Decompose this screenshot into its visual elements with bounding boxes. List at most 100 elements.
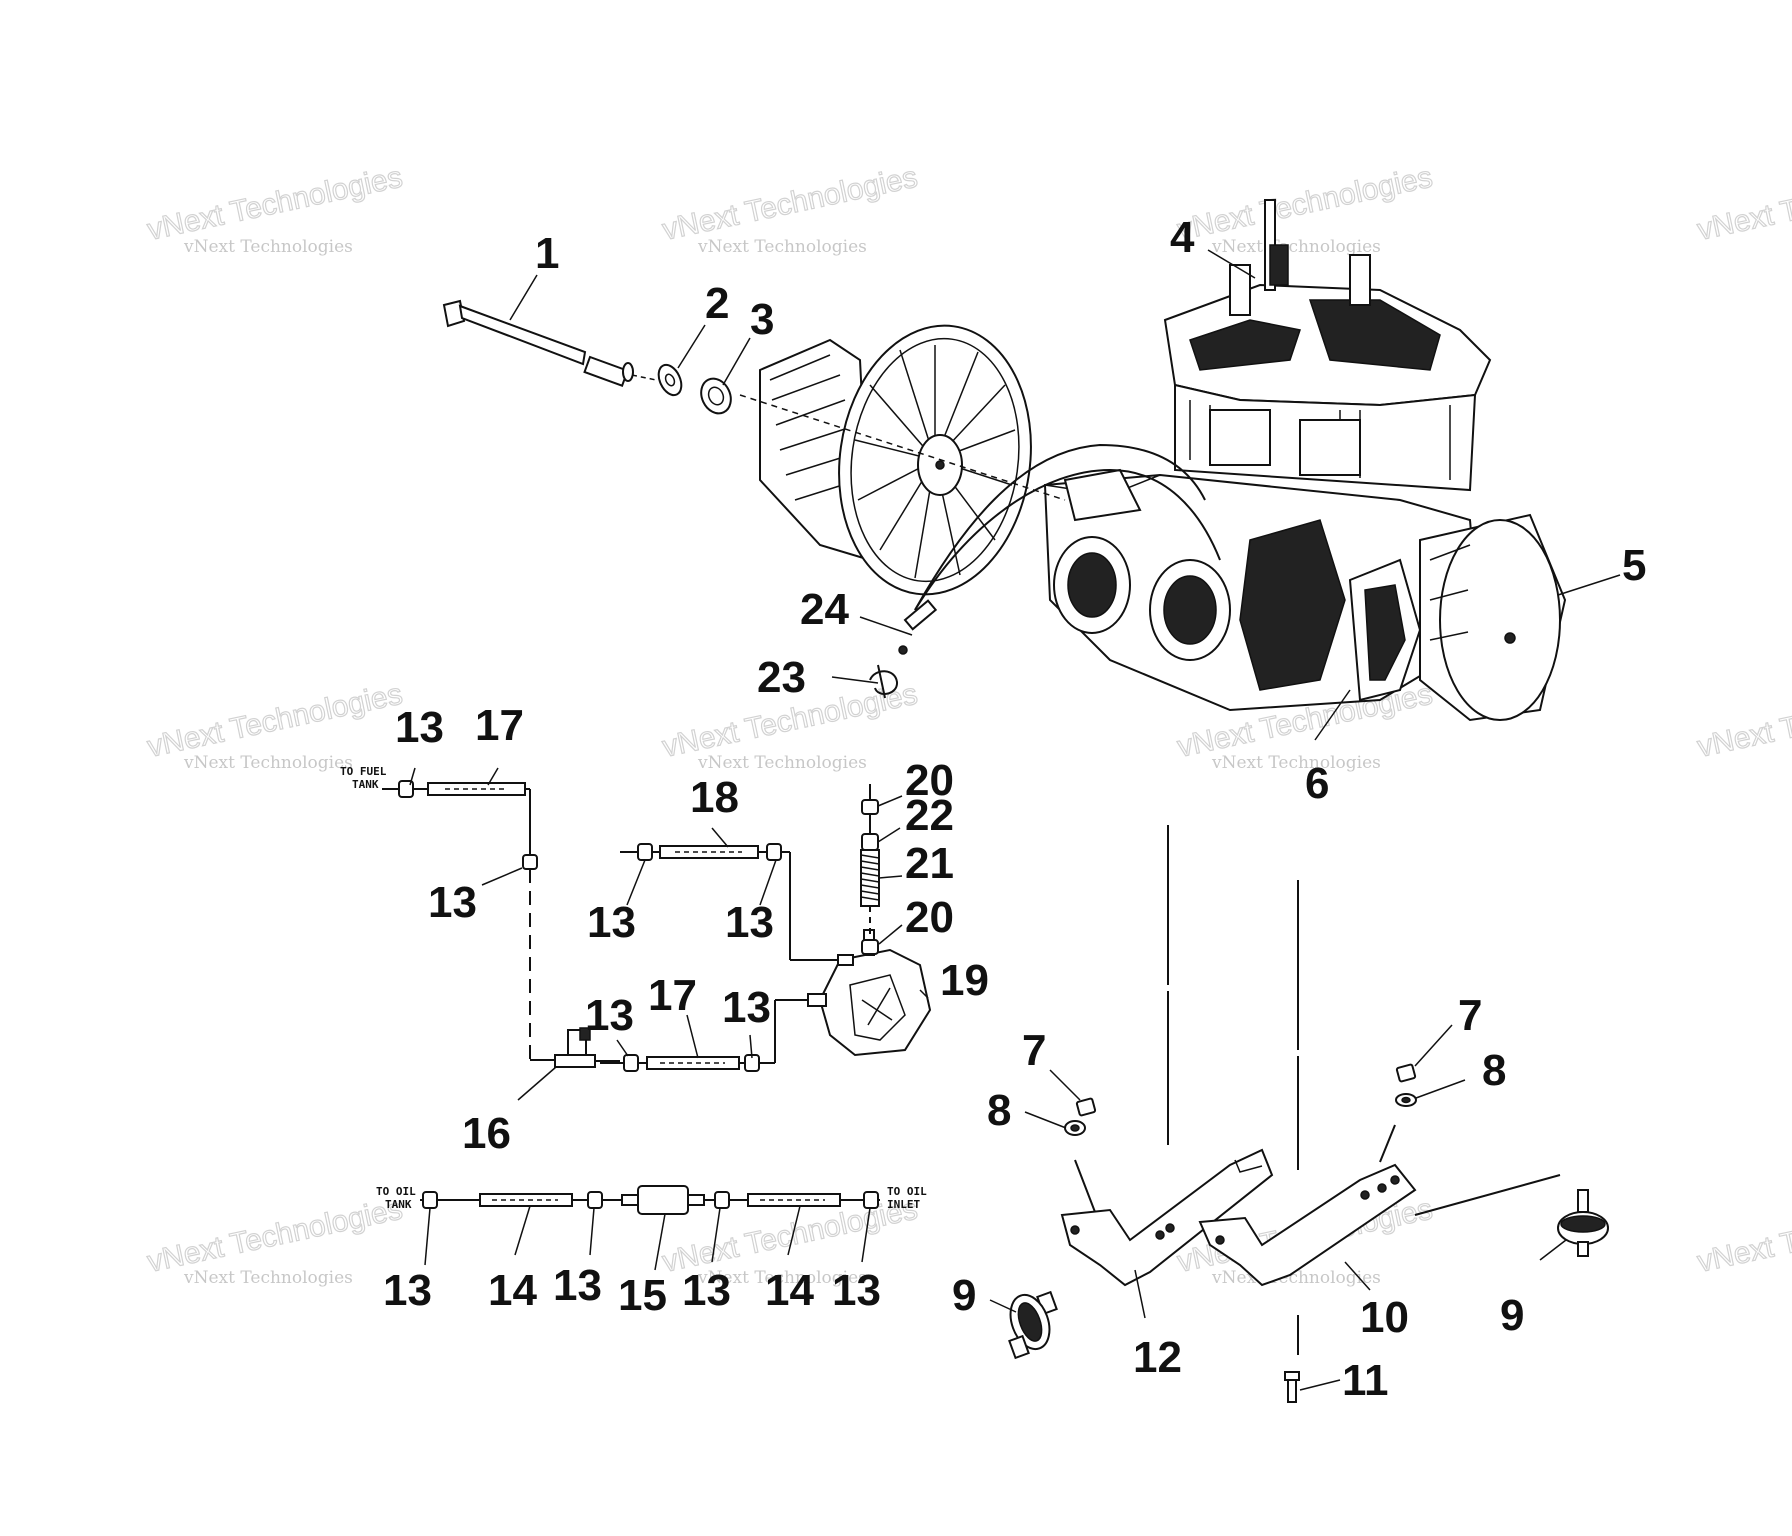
hose-clamp: [522, 854, 538, 870]
engine-part: [1043, 199, 1567, 722]
fuel-hose: [646, 1056, 740, 1070]
callout-1: 1: [535, 229, 559, 278]
to-oil-tank-note-2: TANK: [385, 1198, 412, 1211]
hose-clamp: [861, 799, 879, 815]
hose-clamp: [398, 780, 414, 798]
fuel-line-run-lower: [600, 999, 808, 1072]
nut-right-part: [1395, 1063, 1417, 1083]
hose-clamp: [587, 1191, 603, 1209]
washer-part: [657, 363, 683, 397]
watermark-text: vNext Technologies: [1211, 237, 1381, 257]
leader-lines: [409, 249, 1621, 1391]
callout-9: 9: [952, 1271, 976, 1320]
callout-20: 20: [905, 756, 954, 805]
oil-line-run: TO OIL TANK TO OIL INLET: [376, 1185, 927, 1215]
watermark-text: vNext Technologies: [145, 1193, 406, 1279]
fuel-tee-fitting-part: [554, 1027, 620, 1068]
callout-13: 13: [395, 703, 444, 752]
fuel-line-run-upper: [620, 843, 840, 961]
callout-6: 6: [1305, 759, 1329, 808]
watermark-text: vNext Technologies: [183, 753, 353, 773]
watermark-text: vNext Technologies: [183, 1268, 353, 1288]
to-fuel-tank-note-2: TANK: [352, 778, 379, 791]
callout-22: 22: [905, 791, 954, 840]
callout-14: 14: [488, 1266, 537, 1315]
callout-8: 8: [987, 1086, 1011, 1135]
to-oil-inlet-note-1: TO OIL: [887, 1185, 927, 1198]
watermark-text: vNext Technologies: [145, 161, 406, 247]
watermark-text: vNext Technologies: [1695, 678, 1792, 764]
callout-7: 7: [1458, 991, 1482, 1040]
bolt-part: [442, 299, 634, 387]
callout-7: 7: [1022, 1026, 1046, 1075]
to-oil-tank-note-1: TO OIL: [376, 1185, 416, 1198]
hose-clamp: [637, 843, 653, 861]
callout-13: 13: [682, 1266, 731, 1315]
callout-13: 13: [585, 991, 634, 1040]
hose-clamp: [861, 939, 879, 955]
callout-9: 9: [1500, 1291, 1524, 1340]
fuel-line-run: TO FUEL TANK: [340, 765, 555, 1061]
callout-3: 3: [750, 295, 774, 344]
callout-13: 13: [722, 983, 771, 1032]
bolt-small-part: [1284, 1371, 1300, 1403]
cable-part: [898, 443, 1221, 655]
impulse-line-stack: [860, 784, 880, 955]
to-oil-inlet-note-2: INLET: [887, 1198, 920, 1211]
hose-clamp: [714, 1191, 730, 1209]
callout-21: 21: [905, 839, 954, 888]
watermark-text: vNext Technologies: [1695, 1193, 1792, 1279]
washer-left-part: [1064, 1120, 1086, 1136]
callout-19: 19: [940, 956, 989, 1005]
washer-right-part: [1395, 1093, 1417, 1107]
fuel-hose: [659, 845, 759, 859]
callout-18: 18: [690, 773, 739, 822]
callout-16: 16: [462, 1109, 511, 1158]
callout-numbers: 1 2 3 4 5 6 24 23 13 17 13 18 13 13 20 2…: [383, 213, 1646, 1405]
rubber-mount-left-part: [1008, 1290, 1058, 1360]
callout-15: 15: [618, 1271, 667, 1320]
oil-filter: [637, 1185, 689, 1215]
oil-hose: [479, 1193, 573, 1207]
watermark-text: vNext Technologies: [697, 753, 867, 773]
callout-11: 11: [1342, 1356, 1389, 1405]
callout-13: 13: [428, 878, 477, 927]
callout-13: 13: [832, 1266, 881, 1315]
oil-hose: [747, 1193, 841, 1207]
callout-10: 10: [1360, 1293, 1409, 1342]
watermark-text: vNext Technologies: [145, 678, 406, 764]
callout-17: 17: [648, 971, 697, 1020]
watermark-text: vNext Technologies: [1695, 161, 1792, 247]
callout-13: 13: [587, 898, 636, 947]
callout-8: 8: [1482, 1046, 1506, 1095]
clamp-part: [869, 664, 899, 699]
callout-23: 23: [757, 653, 806, 702]
callout-14: 14: [765, 1266, 814, 1315]
callout-4: 4: [1170, 213, 1195, 262]
callout-2: 2: [705, 279, 729, 328]
callout-20: 20: [905, 893, 954, 942]
hose-clamp: [422, 1191, 438, 1209]
rubber-mount-right-part: [1557, 1189, 1609, 1257]
mount-bracket-left-part: [1060, 1148, 1274, 1287]
callout-17: 17: [475, 701, 524, 750]
callout-13: 13: [725, 898, 774, 947]
mount-bracket-right-part: [1198, 1163, 1417, 1287]
callout-24: 24: [800, 585, 849, 634]
callout-13: 13: [553, 1261, 602, 1310]
watermark-text: vNext Technologies: [697, 1268, 867, 1288]
callout-5: 5: [1622, 541, 1646, 590]
hose-clamp: [623, 1054, 639, 1072]
nut-part: [700, 377, 732, 415]
nut-left-part: [1075, 1097, 1097, 1117]
watermark-text: vNext Technologies: [1211, 753, 1381, 773]
watermark-text: vNext Technologies: [1175, 161, 1436, 247]
watermark-text: vNext Technologies: [183, 237, 353, 257]
callout-12: 12: [1133, 1333, 1182, 1382]
spring-retainer: [861, 833, 879, 851]
to-fuel-tank-note-1: TO FUEL: [340, 765, 387, 778]
watermark-text: vNext Technologies: [697, 237, 867, 257]
hose-clamp: [766, 843, 782, 861]
